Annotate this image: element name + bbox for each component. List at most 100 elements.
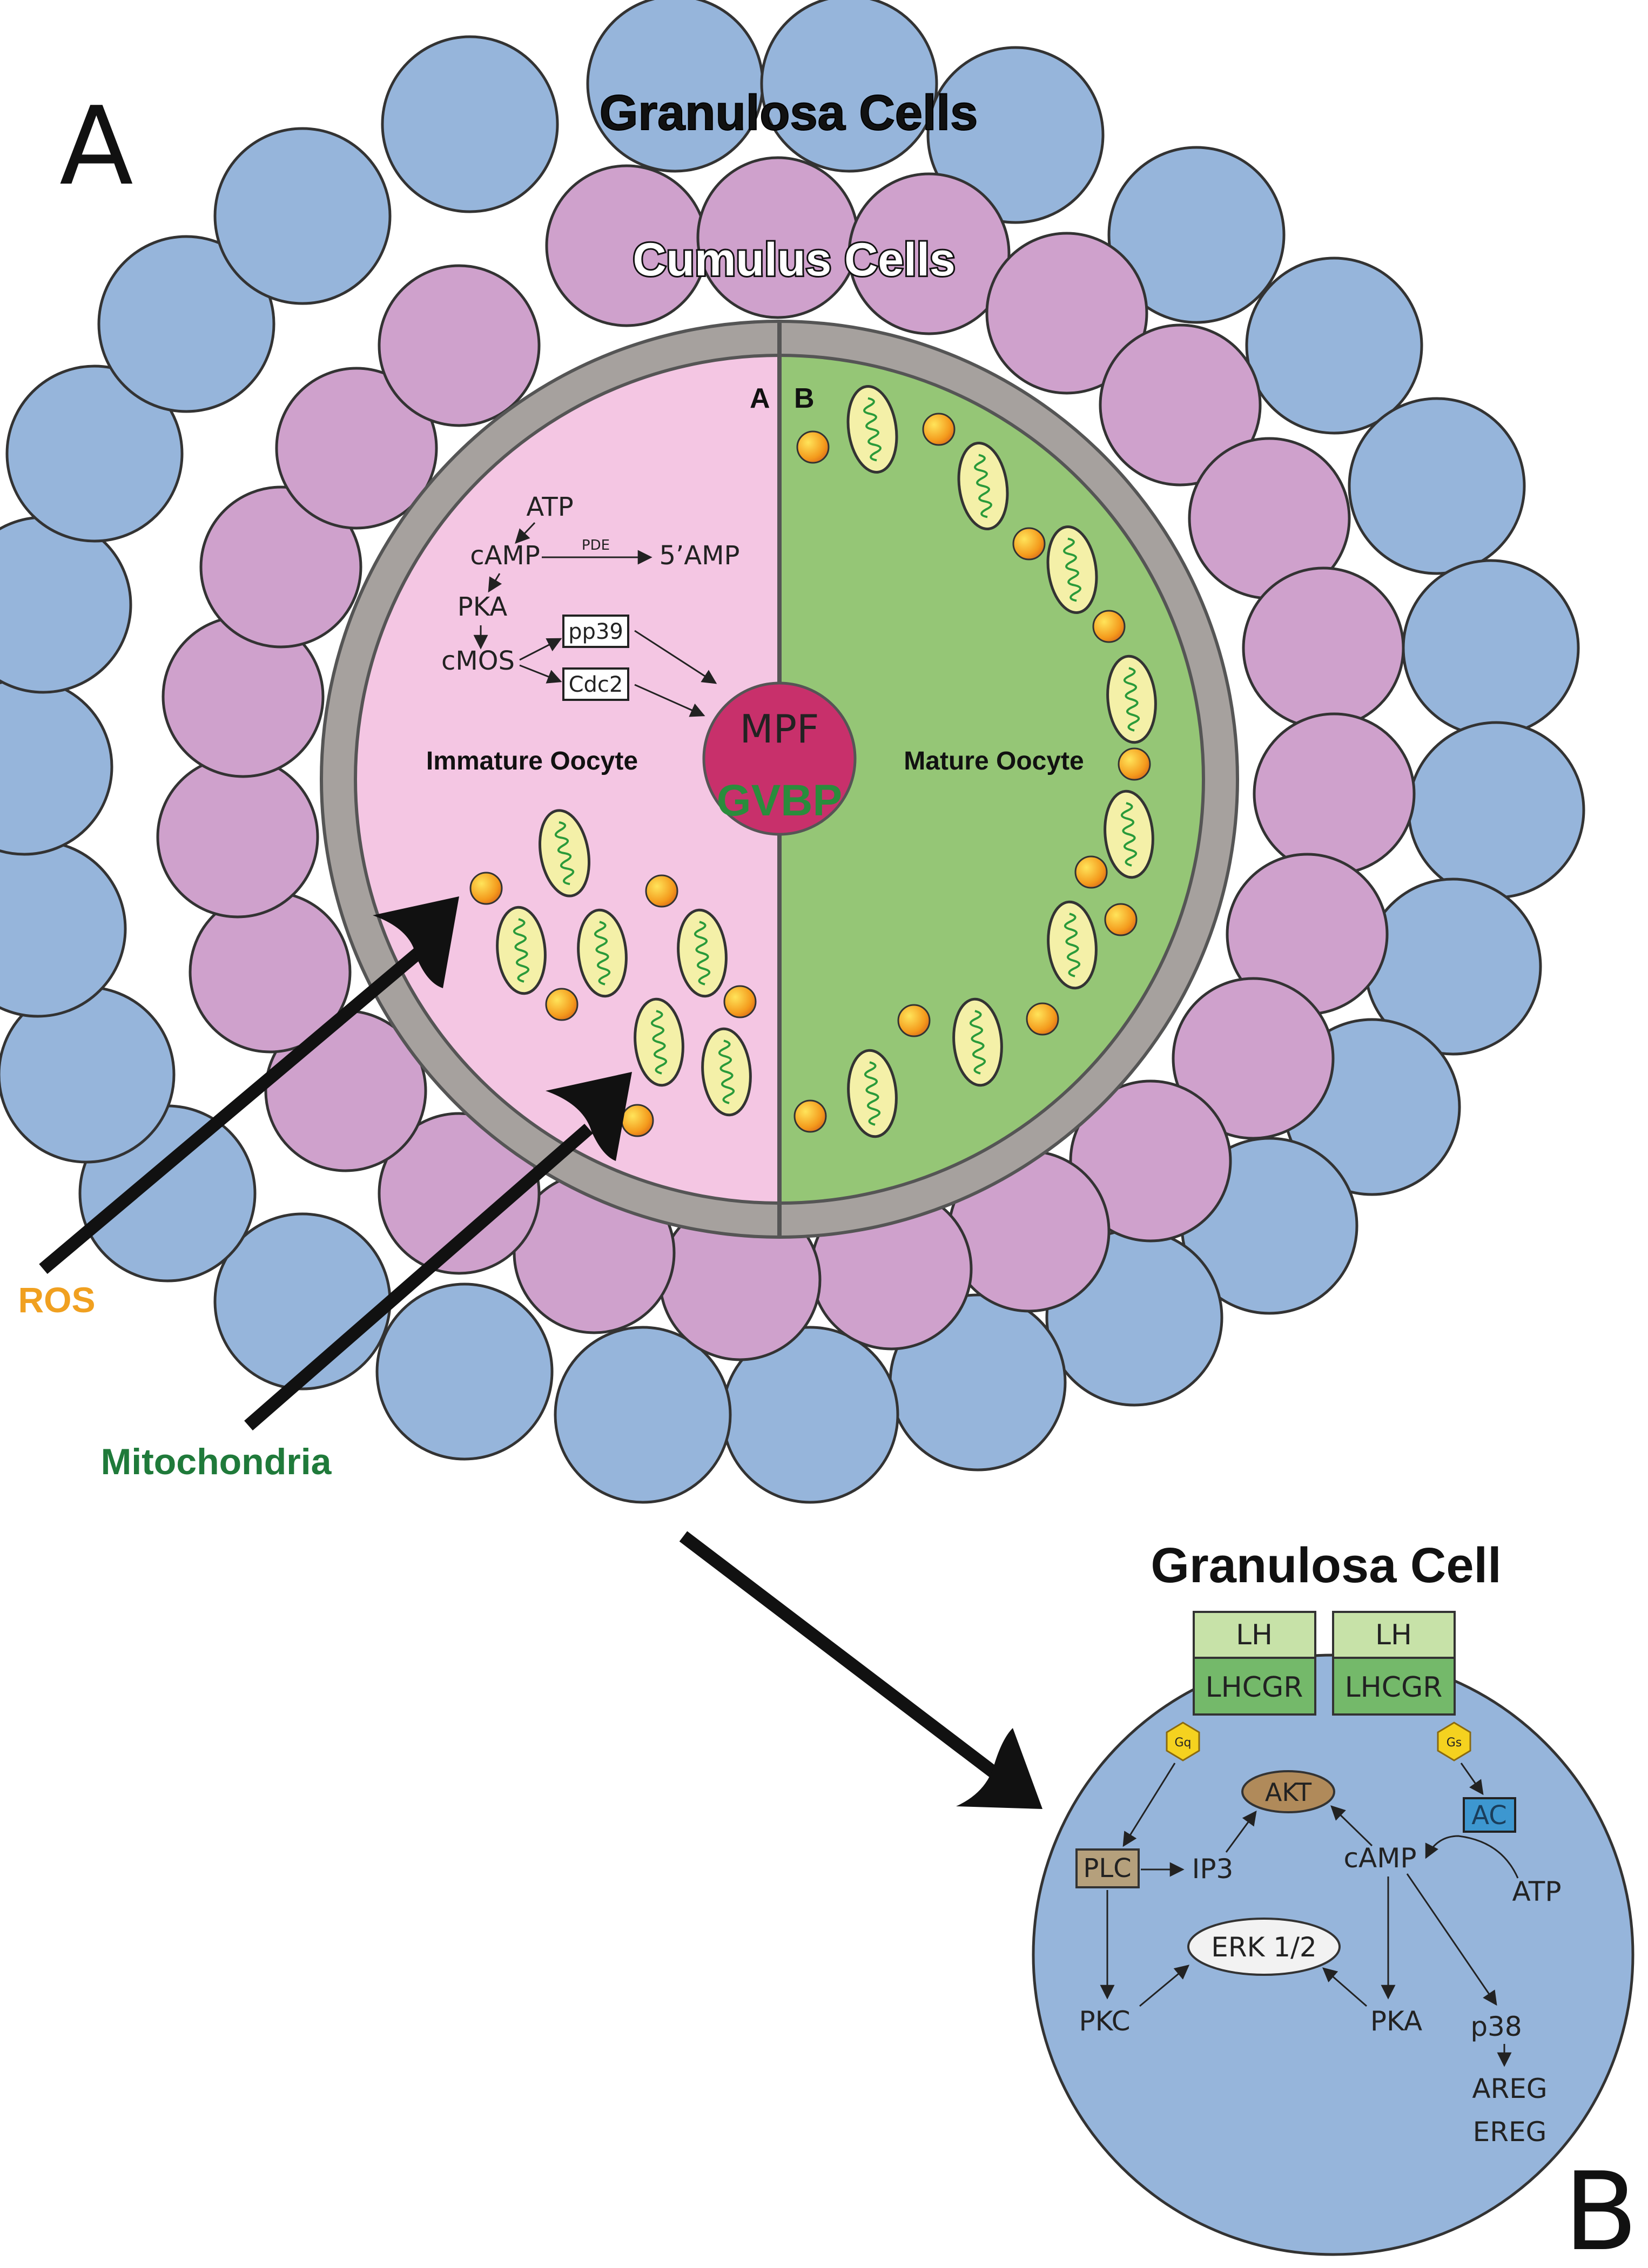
camp-label: cAMP [1344,1842,1417,1874]
pathway-pp39: pp39 [568,619,623,644]
mitochondria-label: Mitochondria [101,1441,332,1482]
cumulus-cell [378,264,541,427]
lhcgr-left-box [1193,1657,1316,1716]
granulosa-cell [5,364,184,543]
granulosa-cell-title: Granulosa Cell [1151,1538,1501,1593]
arrow-ip3-akt [1225,1810,1257,1853]
mitochondrion [1047,900,1098,990]
granulosa-cell [1107,146,1286,324]
mitochondrion [677,908,728,998]
ros-label: ROS [18,1280,95,1320]
arrow-cdc2-mpf [634,684,705,717]
arrow-cmos-pp39 [519,638,562,661]
pkc-label: PKC [1079,2006,1130,2037]
ros-pointer-head [373,896,459,988]
immature-oocyte-label: Immature Oocyte [426,747,638,775]
pathway-cdc2: Cdc2 [569,672,623,697]
arrow-gq-plc [1122,1763,1176,1847]
lh-left-box [1193,1611,1316,1659]
granulosa-cell [381,35,559,213]
oocyte [354,323,1205,1237]
ros-particle [645,874,678,908]
mitochondrion [952,997,1003,1087]
gs-hexagon [1437,1722,1471,1761]
granulosa-cell [1402,559,1580,737]
nucleus-gvbp: GVBP [717,776,842,825]
cumulus-cell [1253,712,1416,875]
pathway-pde: PDE [582,537,610,554]
areg-label: AREG [1472,2073,1547,2104]
ros-particle [1012,527,1046,561]
granulosa-cell [760,0,938,173]
plc-label: PLC [1083,1853,1131,1884]
mitochondrion [846,385,898,474]
pp39-box [562,615,629,648]
granulosa-layer-label: Granulosa Cells [600,85,978,140]
erk-ellipse [1187,1918,1341,1976]
cumulus-cell [275,367,438,530]
cumulus-cell [1172,977,1335,1140]
arrow-atp-camp-curve [1425,1835,1519,1879]
granulosa-cell [554,1326,732,1504]
gq-hexagon [1166,1722,1200,1761]
nucleus-mpf: MPF [740,706,819,752]
panel-transition-head [956,1728,1042,1809]
pathway-pka: PKA [458,592,508,622]
panel-letter-a: A [59,84,133,210]
cumulus-cell [847,172,1011,335]
arrow-camp-akt [1330,1805,1373,1847]
mature-half [779,354,1205,1205]
mitochondrion [577,908,628,998]
granulosa-cell-layer [0,0,1585,1504]
cumulus-cell [1099,323,1262,487]
granulosa-cell [375,1282,554,1461]
ros-particle [796,430,830,464]
granulosa-cell [97,235,275,413]
cumulus-cell [1242,566,1405,730]
mito-pointer-head [546,1072,632,1161]
arrow-pkc-erk [1139,1965,1190,2007]
pathway-5amp: 5’AMP [660,541,740,571]
half-a-letter: A [750,383,770,414]
ereg-label: EREG [1473,2116,1547,2148]
plc-box [1075,1848,1140,1888]
ros-particle [793,1099,827,1133]
mature-oocyte-label: Mature Oocyte [904,747,1084,775]
ros-particle [1118,747,1151,781]
half-b-letter: B [794,383,815,414]
pointer-arrows [39,896,1042,1809]
arrow-camp-p38 [1406,1873,1497,2006]
cumulus-cell [156,755,319,919]
akt-label: AKT [1265,1778,1312,1807]
granulosa-cell [0,678,113,856]
mitochondrion [701,1027,752,1117]
ros-particle [1092,610,1126,643]
lh-left-label: LH [1236,1619,1273,1651]
lhcgr-right-box [1332,1657,1456,1716]
mito-pointer-line [244,1123,593,1431]
ros-particle [621,1104,654,1137]
pka-label: PKA [1370,2006,1422,2037]
granulosa-cell [1245,256,1423,435]
panel-transition-line [679,1531,1004,1782]
mitochondrion [634,997,684,1087]
gs-label: Gs [1447,1736,1462,1750]
mitochondrion [1106,654,1157,744]
cdc2-box [562,667,629,701]
ros-particle [1104,903,1138,936]
arrow-atp-camp [515,522,536,544]
mitochondrion [847,1049,898,1138]
nucleus [702,681,857,836]
erk-label: ERK 1/2 [1211,1932,1316,1963]
ros-particle [897,1004,931,1037]
granulosa-cell [1348,397,1526,575]
cumulus-cell [199,485,362,649]
cumulus-cell-layer [156,156,1416,1361]
ac-box [1463,1797,1516,1833]
granulosa-cell [1407,721,1585,899]
organelles [469,385,1157,1138]
pathway-camp: cAMP [470,541,540,571]
ros-particle [1074,855,1108,889]
gq-label: Gq [1174,1736,1191,1750]
